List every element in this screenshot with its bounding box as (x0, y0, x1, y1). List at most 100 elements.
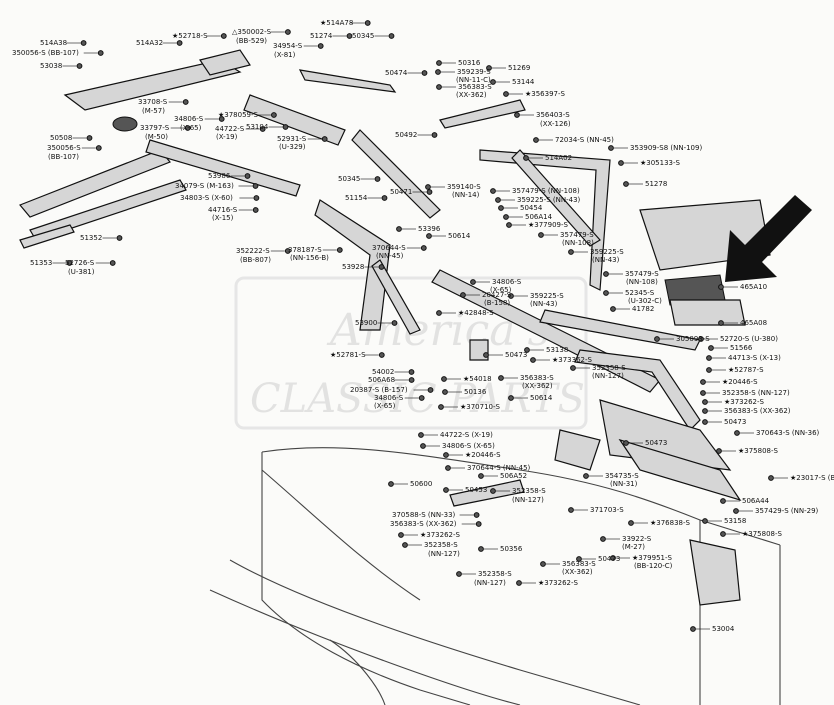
bolt (508, 395, 514, 401)
part-label: ★373262-S (724, 398, 765, 406)
bolt (490, 488, 496, 494)
bolt (720, 531, 726, 537)
bolt (421, 70, 428, 76)
part-label: △350002-S (232, 28, 272, 36)
bolt (381, 195, 388, 201)
part-label: 51353 (30, 259, 52, 267)
part-label: 370643-S (NN-36) (756, 429, 820, 437)
part-label: 52931-S (277, 135, 307, 143)
part-label: (BB-107) (48, 153, 79, 161)
part-label: 514A32 (136, 39, 163, 47)
part-label: 357479-S (625, 270, 659, 278)
bolt (441, 376, 447, 382)
part-label: 51274 (310, 32, 333, 40)
bolt (86, 135, 93, 141)
part-label: 350056-S (BB-107) (12, 49, 79, 57)
part-label: 52726-S (65, 259, 95, 267)
part-label: ★356397-S (525, 90, 566, 98)
bolt (435, 69, 441, 75)
part-label: (M-57) (142, 107, 165, 115)
part-label: (NN-127) (512, 496, 544, 504)
part-label: 356383-S (458, 83, 492, 91)
part-label: 356383-S (XX-362) (390, 520, 457, 528)
bolt (408, 369, 415, 375)
bolt (426, 189, 433, 195)
part-label: 514A02 (545, 154, 572, 162)
bolt (490, 79, 496, 85)
bolt (436, 310, 442, 316)
part-label: ★378059-S (218, 111, 259, 119)
part-label: 352358-S (424, 541, 458, 549)
part-label: ★52787-S (728, 366, 764, 374)
bolt (690, 626, 696, 632)
bolt (523, 155, 529, 161)
bolt (718, 284, 724, 290)
bolt (402, 542, 408, 548)
bolt (734, 430, 740, 436)
part-label: 359225-S (590, 248, 624, 256)
bolt (336, 247, 343, 253)
bolt (618, 160, 624, 166)
bolt (436, 84, 442, 90)
bolt (600, 536, 606, 542)
part-label: 350056-S (47, 144, 81, 152)
part-label: 50474 (385, 69, 408, 77)
part-label: 53138 (546, 346, 568, 354)
part-label: (M-50) (145, 133, 168, 141)
part-label: 53104 (246, 123, 269, 131)
bolt (576, 556, 582, 562)
bolt (436, 60, 442, 66)
fasteners (66, 20, 774, 632)
part-label: 53158 (724, 517, 746, 525)
part-label: ★20446-S (465, 451, 501, 459)
bolt (220, 33, 227, 39)
part-label: 50473 (598, 555, 620, 563)
part-label: 72034-S (NN-45) (555, 136, 614, 144)
bolt (702, 419, 708, 425)
bolt (768, 475, 774, 481)
watermark-line2: CLASSIC PARTS (250, 376, 585, 422)
bolt (654, 336, 660, 342)
part-label: 52720-S (U-380) (720, 335, 778, 343)
bolt (427, 387, 434, 393)
bolt (109, 260, 116, 266)
part-label: (NN-31) (610, 480, 638, 488)
part-label: 353909-S8 (NN-109) (630, 144, 702, 152)
part-label: (NN-43) (592, 256, 620, 264)
bolt (346, 33, 353, 39)
part-label: (NN-127) (592, 372, 624, 380)
bolt (498, 205, 504, 211)
part-label: 34806-S (X-65) (442, 442, 495, 450)
bolt (218, 116, 225, 122)
bolt (508, 293, 514, 299)
part-label: 356383-S (562, 560, 596, 568)
part-label: (X-19) (216, 133, 238, 141)
part-label: 44716-S (208, 206, 238, 214)
part-label: 356383-S (XX-362) (724, 407, 791, 415)
leader-lines (52, 22, 788, 630)
part-label: ★375808-S (742, 530, 783, 538)
part-label: (BB-807) (240, 256, 271, 264)
part-label: (NN-156-B) (290, 254, 329, 262)
bolt (420, 245, 427, 251)
part-label: 514A38 (40, 39, 67, 47)
bolt (445, 465, 451, 471)
part-label: 506A44 (742, 497, 770, 505)
bolt (514, 112, 520, 118)
bolt (568, 249, 574, 255)
part-label: (BB-120-C) (634, 562, 673, 570)
bolt (252, 183, 259, 189)
bolt (456, 571, 462, 577)
bolt (706, 367, 712, 373)
part-label: 506A68 (368, 376, 395, 384)
bolt (486, 65, 492, 71)
bolt (516, 580, 522, 586)
part-label: 352358-S (592, 364, 626, 372)
part-label: 359225-S (NN-43) (517, 196, 581, 204)
part-label: 50136 (464, 388, 487, 396)
part-label: (B-158) (484, 299, 510, 307)
bolt (425, 184, 431, 190)
bolt (80, 40, 87, 46)
part-label: (BB-529) (236, 37, 267, 45)
part-label: ★373262-S (420, 531, 461, 539)
